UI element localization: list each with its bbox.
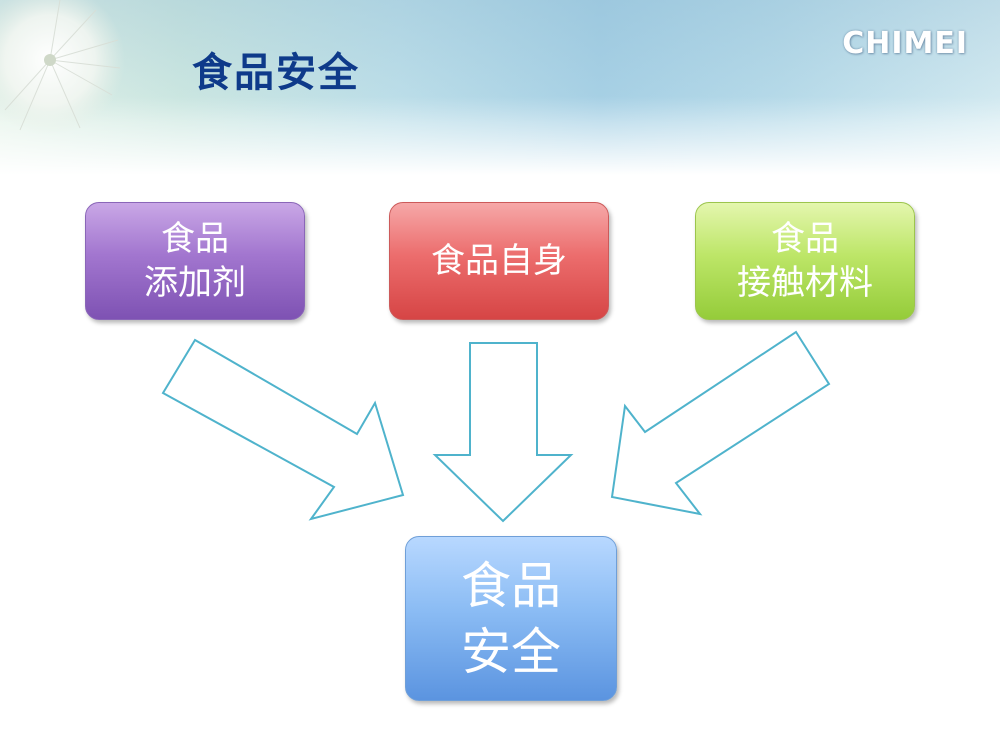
brand-logo: CHIMEI <box>842 26 968 61</box>
target-box-food-safety: 食品 安全 <box>405 536 617 701</box>
source-box-food-itself-label: 食品自身 <box>431 241 567 281</box>
source-box-additives: 食品 添加剂 <box>85 202 305 320</box>
arrow-center-down <box>432 342 574 523</box>
source-box-contact-materials-line2: 接触材料 <box>737 263 873 303</box>
source-box-additives-line2: 添加剂 <box>144 263 246 303</box>
slide-title: 食品安全 <box>192 50 360 96</box>
source-box-contact-materials: 食品 接触材料 <box>695 202 915 320</box>
target-box-line2: 安全 <box>461 622 561 681</box>
header-band <box>0 0 1000 175</box>
target-box-line1: 食品 <box>461 556 561 615</box>
source-box-contact-materials-line1: 食品 <box>771 219 839 259</box>
source-box-additives-line1: 食品 <box>161 219 229 259</box>
dandelion-icon <box>0 0 125 135</box>
header-shade <box>0 0 1000 175</box>
source-box-food-itself: 食品自身 <box>389 202 609 320</box>
arrow-left-diagonal <box>161 338 405 521</box>
arrow-right-diagonal <box>610 330 831 516</box>
